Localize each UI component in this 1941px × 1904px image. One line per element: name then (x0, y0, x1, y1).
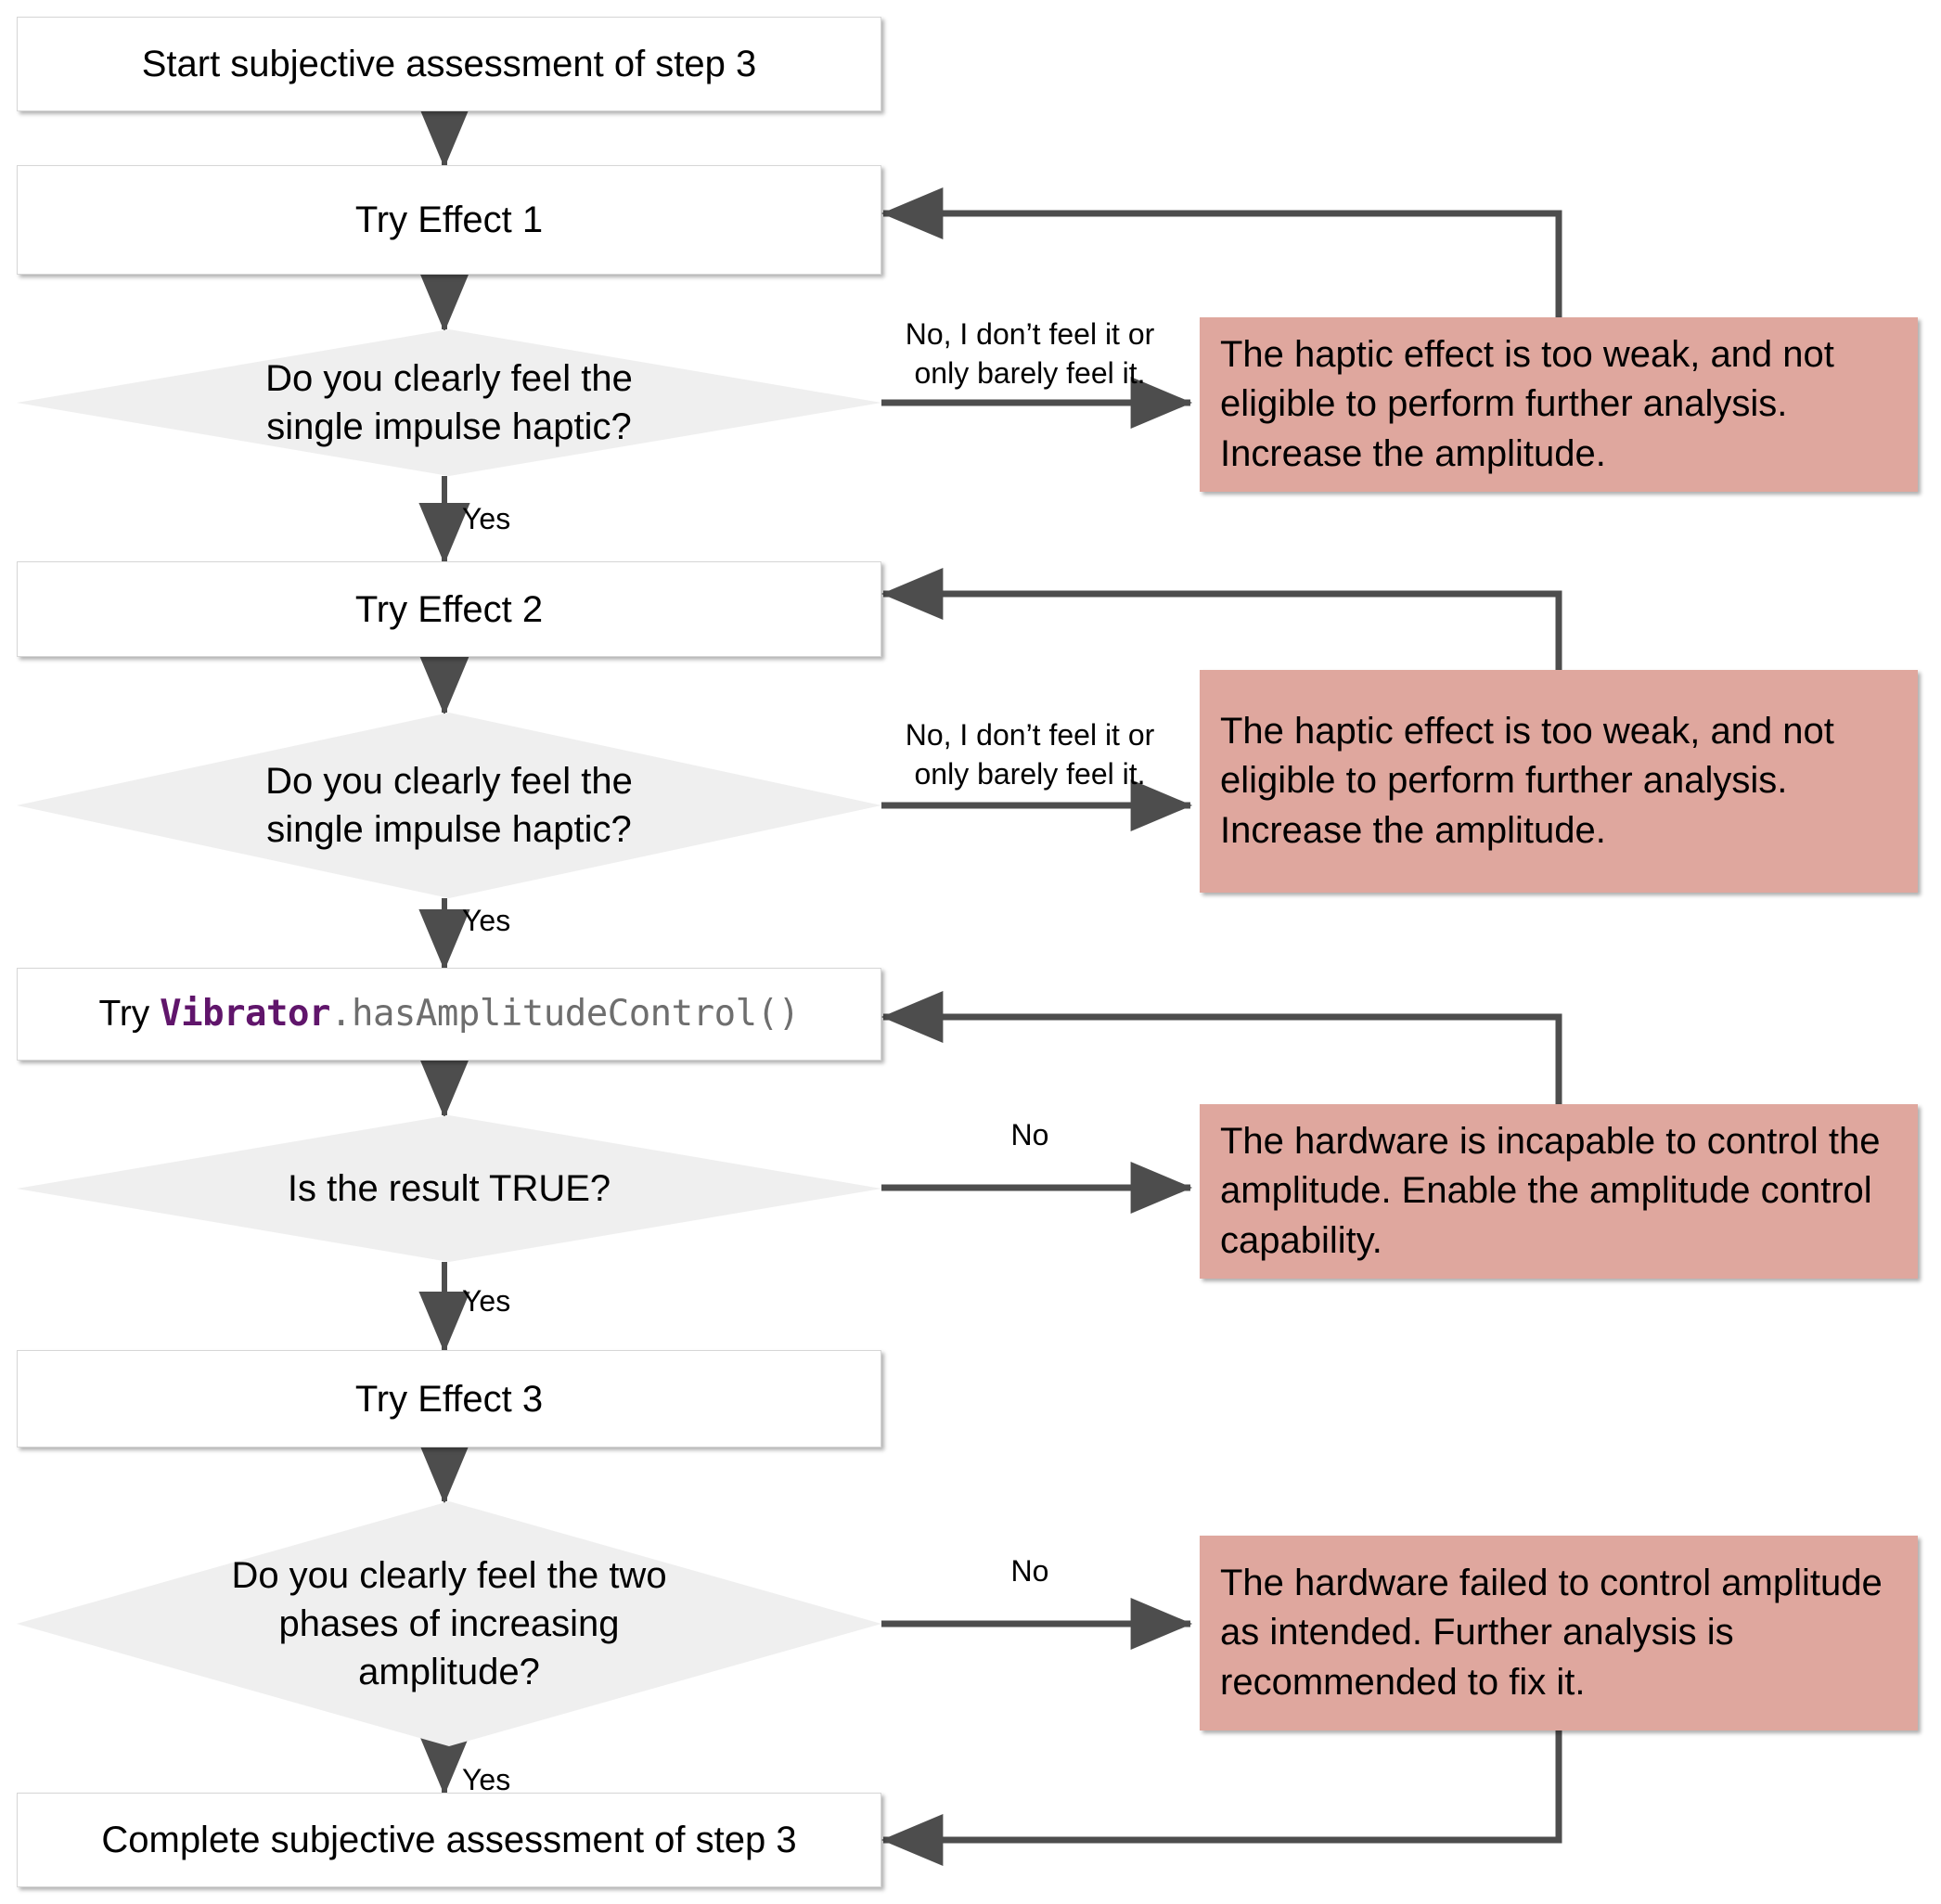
note-haptic-too-weak-1: The haptic effect is too weak, and not e… (1200, 317, 1918, 492)
note-hardware-failed: The hardware failed to control amplitude… (1200, 1536, 1918, 1730)
node-decision-feel-impulse-1-label: Do you clearly feel the single impulse h… (265, 358, 633, 447)
edge-label-yes-4: Yes (462, 1763, 511, 1796)
node-start[interactable]: Start subjective assessment of step 3 (17, 17, 881, 111)
note-hardware-incapable-label: The hardware is incapable to control the… (1220, 1121, 1881, 1261)
node-decision-result-true[interactable]: Is the result TRUE? (17, 1115, 881, 1262)
code-expression: Try Vibrator.hasAmplitudeControl() (98, 992, 800, 1037)
node-try-effect-3-label: Try Effect 3 (354, 1378, 544, 1420)
edge-label-no-feel-1: No, I don’t feel it or only barely feel … (905, 317, 1155, 390)
node-decision-two-phases[interactable]: Do you clearly feel the two phases of in… (17, 1501, 881, 1746)
code-class-name: Vibrator (160, 992, 330, 1035)
note-haptic-too-weak-2: The haptic effect is too weak, and not e… (1200, 670, 1918, 893)
node-decision-two-phases-label: Do you clearly feel the two phases of in… (231, 1555, 667, 1692)
node-try-effect-3[interactable]: Try Effect 3 (17, 1350, 881, 1447)
node-try-has-amplitude-control[interactable]: Try Vibrator.hasAmplitudeControl() (17, 968, 881, 1061)
note-hardware-incapable: The hardware is incapable to control the… (1200, 1104, 1918, 1279)
note-hardware-failed-label: The hardware failed to control amplitude… (1220, 1563, 1883, 1703)
node-try-effect-2-label: Try Effect 2 (354, 588, 544, 630)
edge-label-yes-2: Yes (462, 904, 511, 937)
node-try-effect-1[interactable]: Try Effect 1 (17, 165, 881, 275)
node-start-label: Start subjective assessment of step 3 (141, 44, 757, 84)
edge-label-no-feel-2: No, I don’t feel it or only barely feel … (905, 718, 1155, 791)
edge-label-yes-1: Yes (462, 502, 511, 535)
node-decision-feel-impulse-2[interactable]: Do you clearly feel the single impulse h… (17, 713, 881, 898)
node-complete[interactable]: Complete subjective assessment of step 3 (17, 1793, 881, 1887)
code-prefix: Try (98, 993, 161, 1034)
node-decision-feel-impulse-2-label: Do you clearly feel the single impulse h… (265, 761, 633, 850)
node-try-effect-1-label: Try Effect 1 (354, 199, 544, 240)
code-method-name: .hasAmplitudeControl() (329, 992, 800, 1035)
node-decision-feel-impulse-1[interactable]: Do you clearly feel the single impulse h… (17, 329, 881, 476)
node-try-effect-2[interactable]: Try Effect 2 (17, 561, 881, 657)
node-complete-label: Complete subjective assessment of step 3 (101, 1820, 797, 1860)
note-haptic-too-weak-2-label: The haptic effect is too weak, and not e… (1220, 711, 1834, 851)
note-haptic-too-weak-1-label: The haptic effect is too weak, and not e… (1220, 334, 1834, 474)
node-decision-result-true-label: Is the result TRUE? (287, 1168, 611, 1209)
edge-label-yes-3: Yes (462, 1284, 511, 1318)
edge-label-no-4: No (1010, 1554, 1049, 1588)
edge-label-no-3: No (1010, 1118, 1049, 1151)
